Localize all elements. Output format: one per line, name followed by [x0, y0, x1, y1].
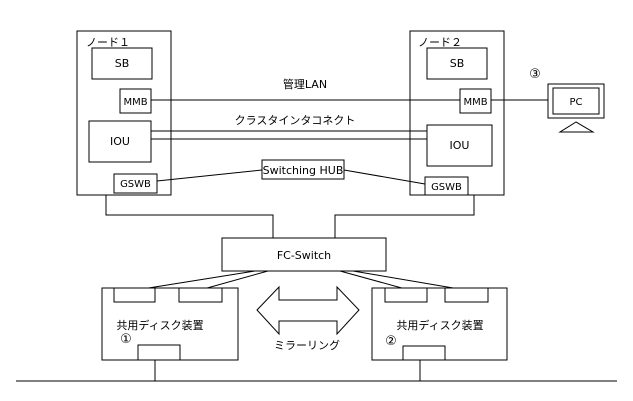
interconnect-label: クラスタインタコネクト	[235, 114, 356, 127]
pc-screen	[552, 87, 600, 115]
disk2-marker: ②	[385, 334, 397, 349]
pc-label: PC	[569, 97, 582, 108]
node1-gswb-box	[113, 173, 158, 194]
node1-mmb-label: MMB	[123, 97, 147, 108]
fc-link-disk1-a	[135, 270, 256, 291]
pc-stand	[558, 121, 595, 133]
disk2-bottom-port	[402, 345, 446, 361]
fc-switch-label: FC-Switch	[277, 249, 331, 262]
node2-mmb-label: MMB	[463, 97, 487, 108]
hub-link-node2	[343, 169, 426, 185]
mgmt-lan-label: 管理LAN	[283, 77, 327, 91]
disk1-port-b	[178, 287, 223, 303]
mirroring-arrow	[256, 285, 360, 336]
node1-sb-box	[91, 47, 153, 80]
node2-label: ノード２	[418, 36, 462, 49]
switching-hub-box	[261, 159, 345, 180]
node2-sb-box	[426, 47, 488, 80]
node2-iou-box	[426, 124, 493, 167]
disk2-label: 共用ディスク装置	[396, 318, 483, 332]
fc-link-disk2-b	[352, 270, 466, 291]
node2-gswb-box	[424, 176, 469, 196]
node1-label: ノード１	[86, 36, 130, 49]
node1-gswb-label: GSWB	[120, 179, 151, 190]
fc-switch-box	[221, 237, 387, 272]
node2-iou-label: IOU	[450, 139, 470, 152]
node2-gswb-label: GSWB	[431, 182, 462, 193]
disk1-bottom-port	[137, 344, 181, 361]
hub-link-node1	[156, 169, 263, 182]
node1-mmb-box	[119, 88, 152, 114]
fc-link-disk1-b	[199, 270, 269, 291]
node2-sb-label: SB	[450, 57, 465, 70]
disk2-port-a	[384, 287, 428, 303]
disk1-port-a	[113, 287, 156, 303]
disk1-label: 共用ディスク装置	[116, 318, 203, 332]
fc-link-disk2-a	[339, 270, 410, 291]
mirroring-label: ミラーリング	[274, 338, 340, 352]
node1-sb-label: SB	[115, 57, 130, 70]
disk1-marker: ①	[120, 332, 132, 347]
node1-iou-label: IOU	[110, 135, 130, 148]
fc-uplink-node1	[105, 195, 274, 238]
disk2-port-b	[444, 287, 489, 303]
node2-mmb-box	[459, 88, 492, 114]
node1-iou-box	[88, 120, 152, 163]
fc-uplink-node2	[334, 195, 475, 238]
pc-marker: ③	[529, 67, 541, 82]
switching-hub-label: Switching HUB	[263, 164, 344, 177]
